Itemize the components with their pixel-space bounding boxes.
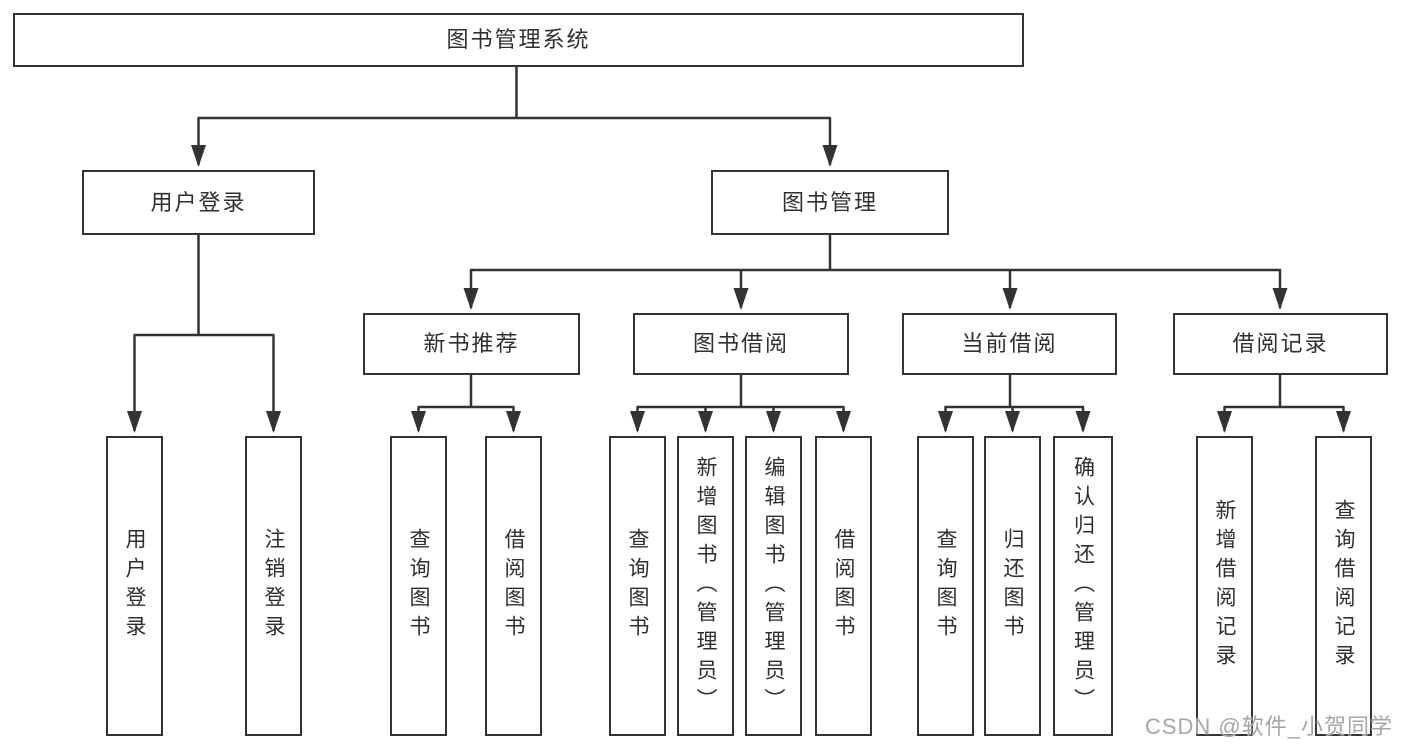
node-user-login: 用户登录 <box>82 170 315 235</box>
node-root-system: 图书管理系统 <box>13 13 1024 67</box>
node-leaf-recommend-borrow-books: 借阅图书 <box>485 436 542 736</box>
node-borrow-records: 借阅记录 <box>1173 313 1388 375</box>
node-book-management: 图书管理 <box>711 170 949 235</box>
node-leaf-user-login: 用户登录 <box>106 436 163 736</box>
node-leaf-logout: 注销登录 <box>245 436 302 736</box>
node-leaf-current-return-books: 归还图书 <box>984 436 1041 736</box>
node-leaf-borrow-borrow-books: 借阅图书 <box>815 436 872 736</box>
node-leaf-current-query-books: 查询图书 <box>917 436 974 736</box>
node-leaf-records-add: 新增借阅记录 <box>1196 436 1253 736</box>
node-leaf-borrow-add-books-admin: 新增图书（管理员） <box>677 436 734 736</box>
csdn-watermark: CSDN @软件_小贺同学 <box>1144 714 1393 739</box>
node-leaf-borrow-query-books: 查询图书 <box>609 436 666 736</box>
node-book-borrow: 图书借阅 <box>633 313 849 375</box>
node-new-book-recommend: 新书推荐 <box>363 313 580 375</box>
node-leaf-recommend-query-books: 查询图书 <box>390 436 447 736</box>
node-leaf-borrow-edit-books-admin: 编辑图书（管理员） <box>745 436 802 736</box>
node-leaf-current-confirm-return-admin: 确认归还（管理员） <box>1053 436 1113 736</box>
node-current-borrow: 当前借阅 <box>902 313 1117 375</box>
node-leaf-records-query: 查询借阅记录 <box>1315 436 1372 736</box>
